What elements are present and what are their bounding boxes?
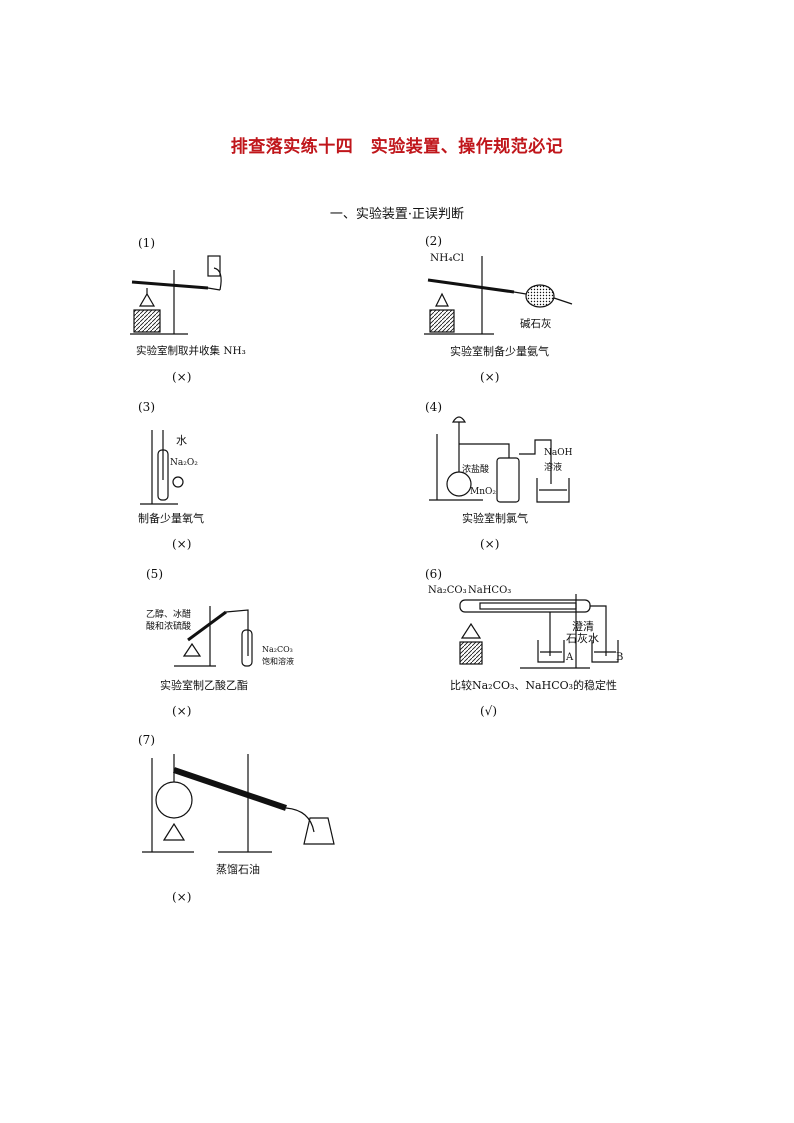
item-3-label-water: 水 — [176, 434, 187, 447]
item-4-label-conc-hcl: 浓盐酸 — [462, 465, 490, 475]
item-4-label-solution: 溶液 — [544, 463, 563, 473]
item-4-caption: 实验室制氯气 — [462, 512, 528, 525]
item-6-label-limewater: 石灰水 — [566, 632, 599, 645]
item-1-judgement: (×) — [172, 370, 192, 384]
item-3-judgement: (×) — [172, 537, 192, 551]
item-1-caption: 实验室制取并收集 NH₃ — [136, 345, 246, 357]
item-7-judgement: (×) — [172, 890, 192, 904]
item-5-label-reagents-1: 乙醇、冰醋 — [146, 610, 192, 620]
item-2-label-nh4cl: NH₄Cl — [430, 252, 464, 264]
item-6-number: (6) — [425, 567, 442, 581]
item-5-caption: 实验室制乙酸乙酯 — [160, 679, 248, 692]
item-2-number: (2) — [425, 234, 442, 248]
item-5-number: (5) — [146, 567, 163, 581]
item-6-label-b: B — [616, 652, 624, 663]
item-1-apparatus-figure — [130, 255, 222, 335]
item-6-apparatus-figure — [459, 594, 619, 669]
item-3-label-na2o2: Na₂O₂ — [170, 458, 198, 468]
item-2-judgement: (×) — [480, 370, 500, 384]
item-6-caption: 比较Na₂CO₃、NaHCO₃的稳定性 — [450, 679, 618, 692]
item-6-label-na2co3: Na₂CO₃ — [428, 585, 467, 596]
item-2-label-soda-lime: 碱石灰 — [520, 318, 552, 330]
item-3-apparatus-figure — [140, 430, 184, 505]
item-3-caption: 制备少量氧气 — [138, 512, 204, 525]
item-4-judgement: (×) — [480, 537, 500, 551]
item-7-caption: 蒸馏石油 — [216, 863, 260, 876]
item-4-label-mno2: MnO₂ — [470, 487, 496, 497]
item-5-judgement: (×) — [172, 704, 192, 718]
item-5-label-na2co3: Na₂CO₃ — [262, 645, 293, 654]
item-1-number: (1) — [138, 236, 155, 250]
item-6-judgement: (√) — [480, 704, 498, 718]
item-6-label-clear: 澄清 — [572, 620, 594, 633]
item-4-number: (4) — [425, 400, 442, 414]
item-5-apparatus-figure — [174, 606, 253, 667]
item-6-label-nahco3: NaHCO₃ — [468, 585, 512, 596]
item-3-number: (3) — [138, 400, 155, 414]
item-5-label-saturated: 饱和溶液 — [262, 657, 294, 666]
page-title: 排查落实练十四 实验装置、操作规范必记 — [230, 137, 564, 157]
item-6-label-a: A — [566, 652, 574, 663]
section-heading: 一、实验装置·正误判断 — [329, 207, 465, 222]
item-2-apparatus-figure — [424, 256, 573, 335]
item-2-caption: 实验室制备少量氨气 — [450, 345, 549, 358]
item-4-apparatus-figure — [429, 416, 570, 503]
item-7-apparatus-figure — [142, 754, 335, 853]
item-4-label-naoh: NaOH — [544, 448, 573, 458]
item-7-number: (7) — [138, 733, 155, 747]
item-5-label-reagents-2: 酸和浓硫酸 — [146, 622, 192, 632]
